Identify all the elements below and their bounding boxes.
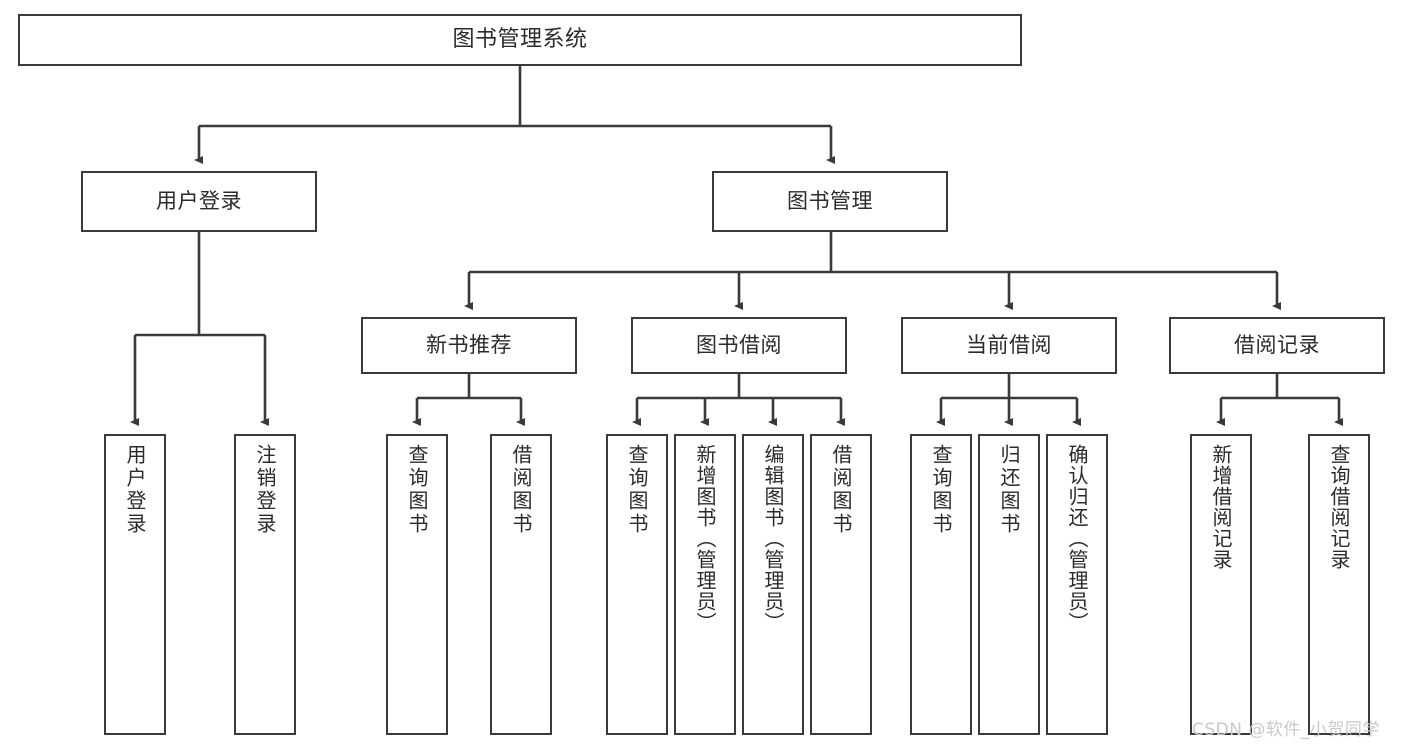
leaf-add-borrow-record[interactable]: 新增借阅记录	[1190, 434, 1252, 735]
node-label: 查询图书	[929, 444, 953, 536]
leaf-query-book-current[interactable]: 查询图书	[910, 434, 972, 735]
node-label: 新书推荐	[426, 332, 512, 357]
leaf-return-book[interactable]: 归还图书	[978, 434, 1040, 735]
node-label: 确认归还（管理员）	[1065, 444, 1089, 633]
node-label: 用户登录	[156, 188, 242, 213]
node-label: 图书借阅	[696, 332, 782, 357]
leaf-logout-login[interactable]: 注销登录	[234, 434, 296, 735]
node-label: 图书管理	[787, 188, 873, 213]
node-label: 当前借阅	[966, 332, 1052, 357]
leaf-borrow-book[interactable]: 借阅图书	[810, 434, 872, 735]
node-label: 编辑图书（管理员）	[761, 444, 785, 633]
node-book-borrow[interactable]: 图书借阅	[631, 317, 847, 374]
node-label: 借阅图书	[829, 444, 853, 536]
node-label: 借阅记录	[1234, 332, 1320, 357]
node-label: 查询图书	[625, 444, 649, 536]
node-book-management[interactable]: 图书管理	[712, 171, 948, 232]
node-user-login[interactable]: 用户登录	[81, 171, 317, 232]
node-label: 新增图书（管理员）	[693, 444, 717, 633]
leaf-add-book-admin[interactable]: 新增图书（管理员）	[674, 434, 736, 735]
node-label: 归还图书	[997, 444, 1021, 536]
node-label: 注销登录	[253, 444, 277, 536]
leaf-borrow-book-recommend[interactable]: 借阅图书	[490, 434, 552, 735]
node-root-system[interactable]: 图书管理系统	[18, 14, 1022, 66]
node-label: 查询图书	[405, 444, 429, 536]
node-new-book-recommend[interactable]: 新书推荐	[361, 317, 577, 374]
leaf-query-book-borrow[interactable]: 查询图书	[606, 434, 668, 735]
leaf-user-login[interactable]: 用户登录	[104, 434, 166, 735]
leaf-edit-book-admin[interactable]: 编辑图书（管理员）	[742, 434, 804, 735]
node-label: 图书管理系统	[452, 26, 588, 52]
leaf-query-book-recommend[interactable]: 查询图书	[386, 434, 448, 735]
leaf-query-borrow-record[interactable]: 查询借阅记录	[1308, 434, 1370, 735]
node-current-borrow[interactable]: 当前借阅	[901, 317, 1117, 374]
leaf-confirm-return-admin[interactable]: 确认归还（管理员）	[1046, 434, 1108, 735]
node-borrow-record[interactable]: 借阅记录	[1169, 317, 1385, 374]
node-label: 借阅图书	[509, 444, 533, 536]
node-label: 新增借阅记录	[1209, 444, 1233, 570]
csdn-watermark: CSDN @软件_小贺同学	[1192, 720, 1380, 740]
node-label: 用户登录	[123, 444, 147, 536]
node-label: 查询借阅记录	[1327, 444, 1351, 570]
